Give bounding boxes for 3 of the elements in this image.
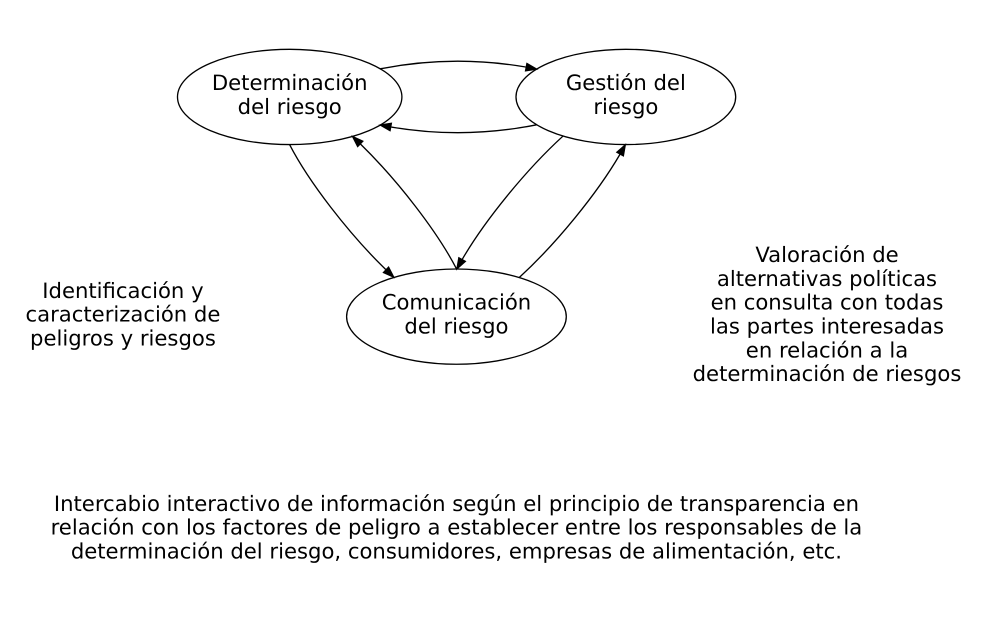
label: Intercabio interactivo de información según el principio de transparencia en relación con los factores de peligro a establecer entre los responsables de la determinación del riesgo, consumidores, empresas de alimentación, etc. xyxy=(50,490,862,564)
label: Identificación y caracterización de peligros y riesgos xyxy=(26,277,220,350)
label: Valoración de alternativas políticas en consulta con todas las partes interesadas en relación a la determinación de riesgos xyxy=(692,242,962,386)
